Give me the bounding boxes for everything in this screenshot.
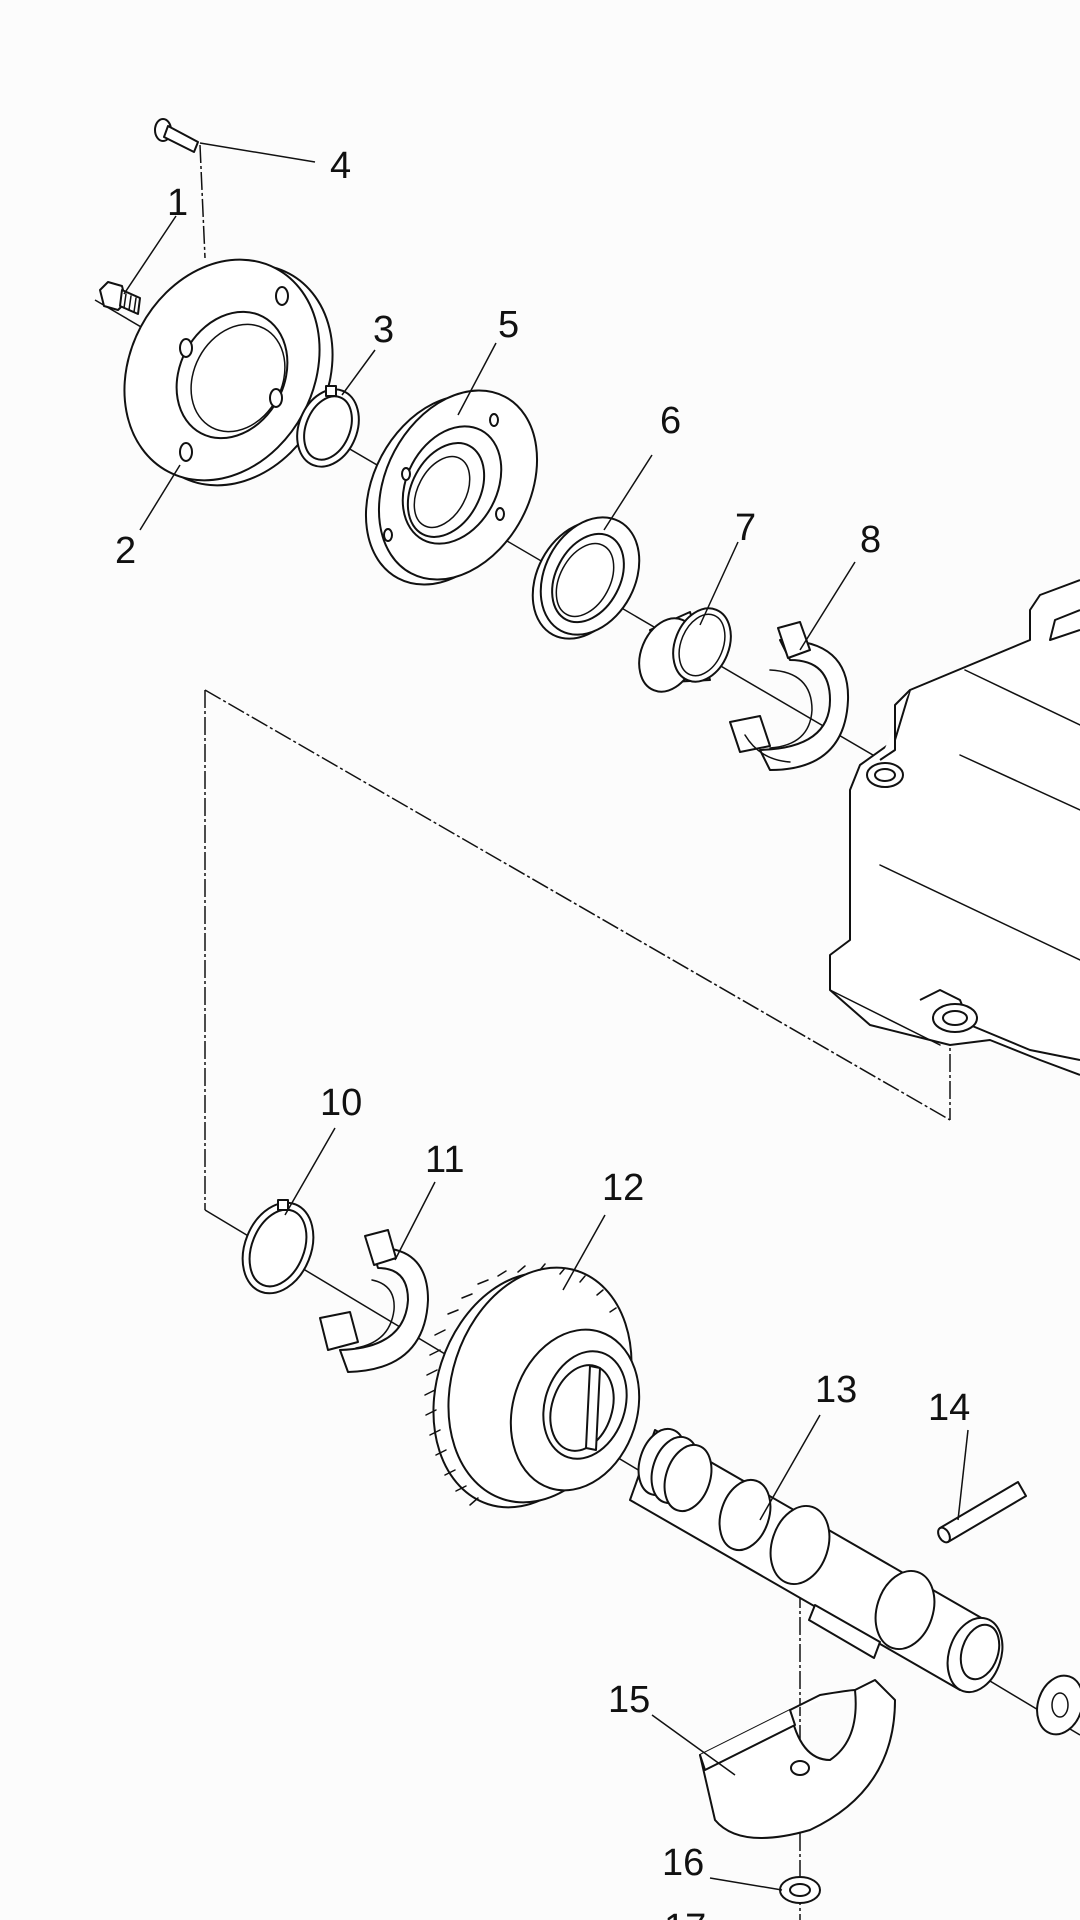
shift-fork-part-15: [699, 1679, 896, 1839]
callout-7: 7: [735, 507, 756, 549]
hex-bolt-part-1: [99, 281, 141, 315]
bolt-guide-line: [199, 144, 206, 259]
bushing-part-7: [638, 607, 732, 693]
callout-1: 1: [167, 182, 188, 224]
callout-15: 15: [608, 1679, 650, 1721]
oil-seal-part-6: [531, 516, 641, 640]
flange-plate-part-2: [123, 258, 334, 487]
callout-6: 6: [660, 400, 681, 442]
callout-10: 10: [320, 1082, 362, 1124]
needle-bearing-part-8: [729, 621, 850, 771]
washer-part-16: [779, 1876, 821, 1904]
cap-screw-part-4: [154, 118, 199, 153]
callout-16: 16: [662, 1842, 704, 1884]
leader-lines: [123, 142, 969, 1891]
needle-bearing-part-11: [319, 1229, 429, 1373]
callout-2: 2: [115, 530, 136, 572]
callout-17: 17: [664, 1907, 706, 1920]
callout-12: 12: [602, 1167, 644, 1209]
callout-11: 11: [425, 1139, 464, 1181]
shaft-part-13: [629, 1427, 1080, 1736]
spur-gear-part-12: [424, 1263, 641, 1509]
callout-5: 5: [498, 304, 519, 346]
snap-ring-part-3: [296, 385, 360, 468]
assembly-guide-diagonal: [204, 689, 951, 1121]
callout-4: 4: [330, 145, 351, 187]
snap-ring-part-10: [241, 1199, 315, 1295]
callout-8: 8: [860, 519, 881, 561]
gearbox-housing: [829, 579, 1080, 1076]
callout-13: 13: [815, 1369, 857, 1411]
callout-3: 3: [373, 309, 394, 351]
callout-labels: 4 1 2 3 5 6 7 8 10 11 12 13 14 15 16 17: [115, 145, 970, 1920]
pin-part-14: [937, 1481, 1027, 1544]
callout-14: 14: [928, 1387, 970, 1429]
bearing-retainer-part-5: [364, 389, 539, 586]
